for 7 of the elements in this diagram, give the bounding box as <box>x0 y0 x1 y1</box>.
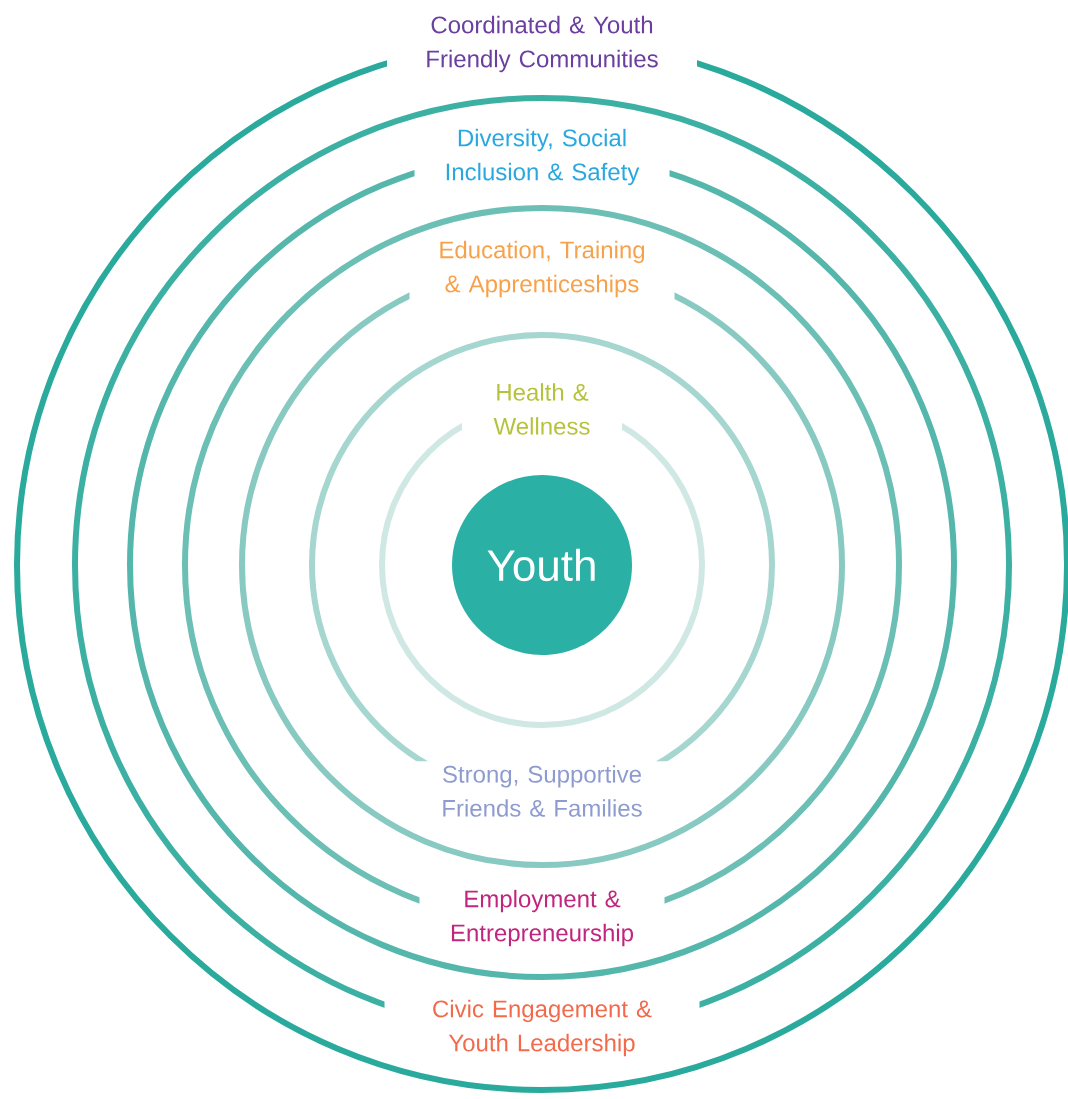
ring-label: Health & Wellness <box>462 379 622 439</box>
ring-label: Education, Training & Apprenticeships <box>409 236 675 302</box>
ring-label: Diversity, Social Inclusion & Safety <box>414 124 670 190</box>
ring-label: Civic Engagement & Youth Leadership <box>384 995 700 1061</box>
ring-label: Coordinated & Youth Friendly Communities <box>387 11 697 77</box>
ring-label: Strong, Supportive Friends & Families <box>408 761 676 821</box>
ring-label: Employment & Entrepreneurship <box>419 885 665 951</box>
